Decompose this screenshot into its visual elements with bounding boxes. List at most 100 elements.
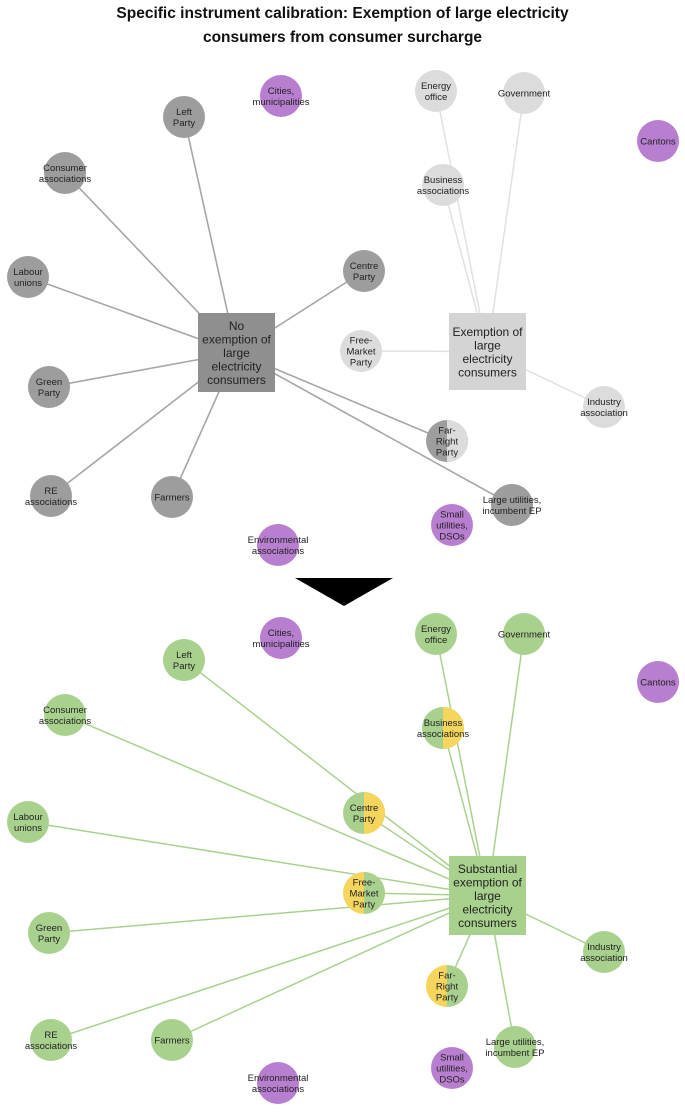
actor-label: Cities,municipalities [252, 86, 309, 108]
transition-arrow-icon [295, 578, 393, 606]
actor-node [7, 256, 49, 298]
actor-label: Large utilities,incumbent EP [485, 1037, 544, 1059]
actor-node [340, 330, 382, 372]
actor-node-half [447, 965, 468, 1007]
actor-node [30, 475, 72, 517]
actor-node [151, 476, 193, 518]
actor-node-half [447, 420, 468, 462]
position-box [198, 313, 275, 392]
after-edge-green-party [48, 894, 488, 934]
before-actor-government: Government [498, 72, 550, 114]
position-box [449, 313, 526, 390]
actor-node [260, 75, 302, 117]
actor-node [163, 639, 205, 681]
actor-node [257, 1062, 299, 1104]
after-actor-farmers: Farmers [151, 1019, 193, 1061]
actor-label: Cantons [640, 678, 676, 689]
actor-node [637, 661, 679, 703]
after-edge-farmers [171, 894, 488, 1041]
actor-label: Cantons [640, 137, 676, 148]
actor-node [257, 524, 299, 566]
actor-node [583, 386, 625, 428]
actor-label: Farmers [154, 1036, 190, 1047]
actor-label: Large utilities,incumbent EP [482, 495, 541, 517]
actor-node [30, 1019, 72, 1061]
after-actor-cities-municipalities: Cities,municipalities [252, 617, 310, 659]
actor-node [28, 366, 70, 408]
actor-label: Cities,municipalities [252, 628, 309, 650]
figure-title-line1: Specific instrument calibration: Exempti… [116, 5, 569, 22]
actor-node [44, 694, 86, 736]
actor-node [431, 504, 473, 546]
after-edge-left-party [183, 659, 488, 897]
actor-node [163, 96, 205, 138]
after-edge-labour-unions [27, 821, 488, 897]
actor-node [415, 70, 457, 112]
before-actor-cantons: Cantons [637, 120, 679, 162]
actor-node [503, 72, 545, 114]
actor-node [583, 931, 625, 973]
actor-label: Farmers [154, 493, 190, 504]
actor-node [637, 120, 679, 162]
actor-node [260, 617, 302, 659]
actor-node-half [364, 792, 385, 834]
position-box [449, 856, 526, 935]
before-actor-cities-municipalities: Cities,municipalities [252, 75, 310, 117]
figure-title: Specific instrument calibration: Exempti… [0, 2, 685, 50]
after-actor-cantons: Cantons [637, 661, 679, 703]
actor-node [415, 613, 457, 655]
before-actor-large-utilities: Large utilities,incumbent EP [482, 484, 542, 526]
figure-title-line2: consumers from consumer surcharge [202, 29, 483, 46]
before-edge-energy-office [435, 90, 489, 352]
actor-node [151, 1019, 193, 1061]
after-actor-large-utilities: Large utilities,incumbent EP [485, 1026, 545, 1068]
before-actor-farmers: Farmers [151, 476, 193, 518]
after-edge-energy-office [435, 633, 489, 896]
